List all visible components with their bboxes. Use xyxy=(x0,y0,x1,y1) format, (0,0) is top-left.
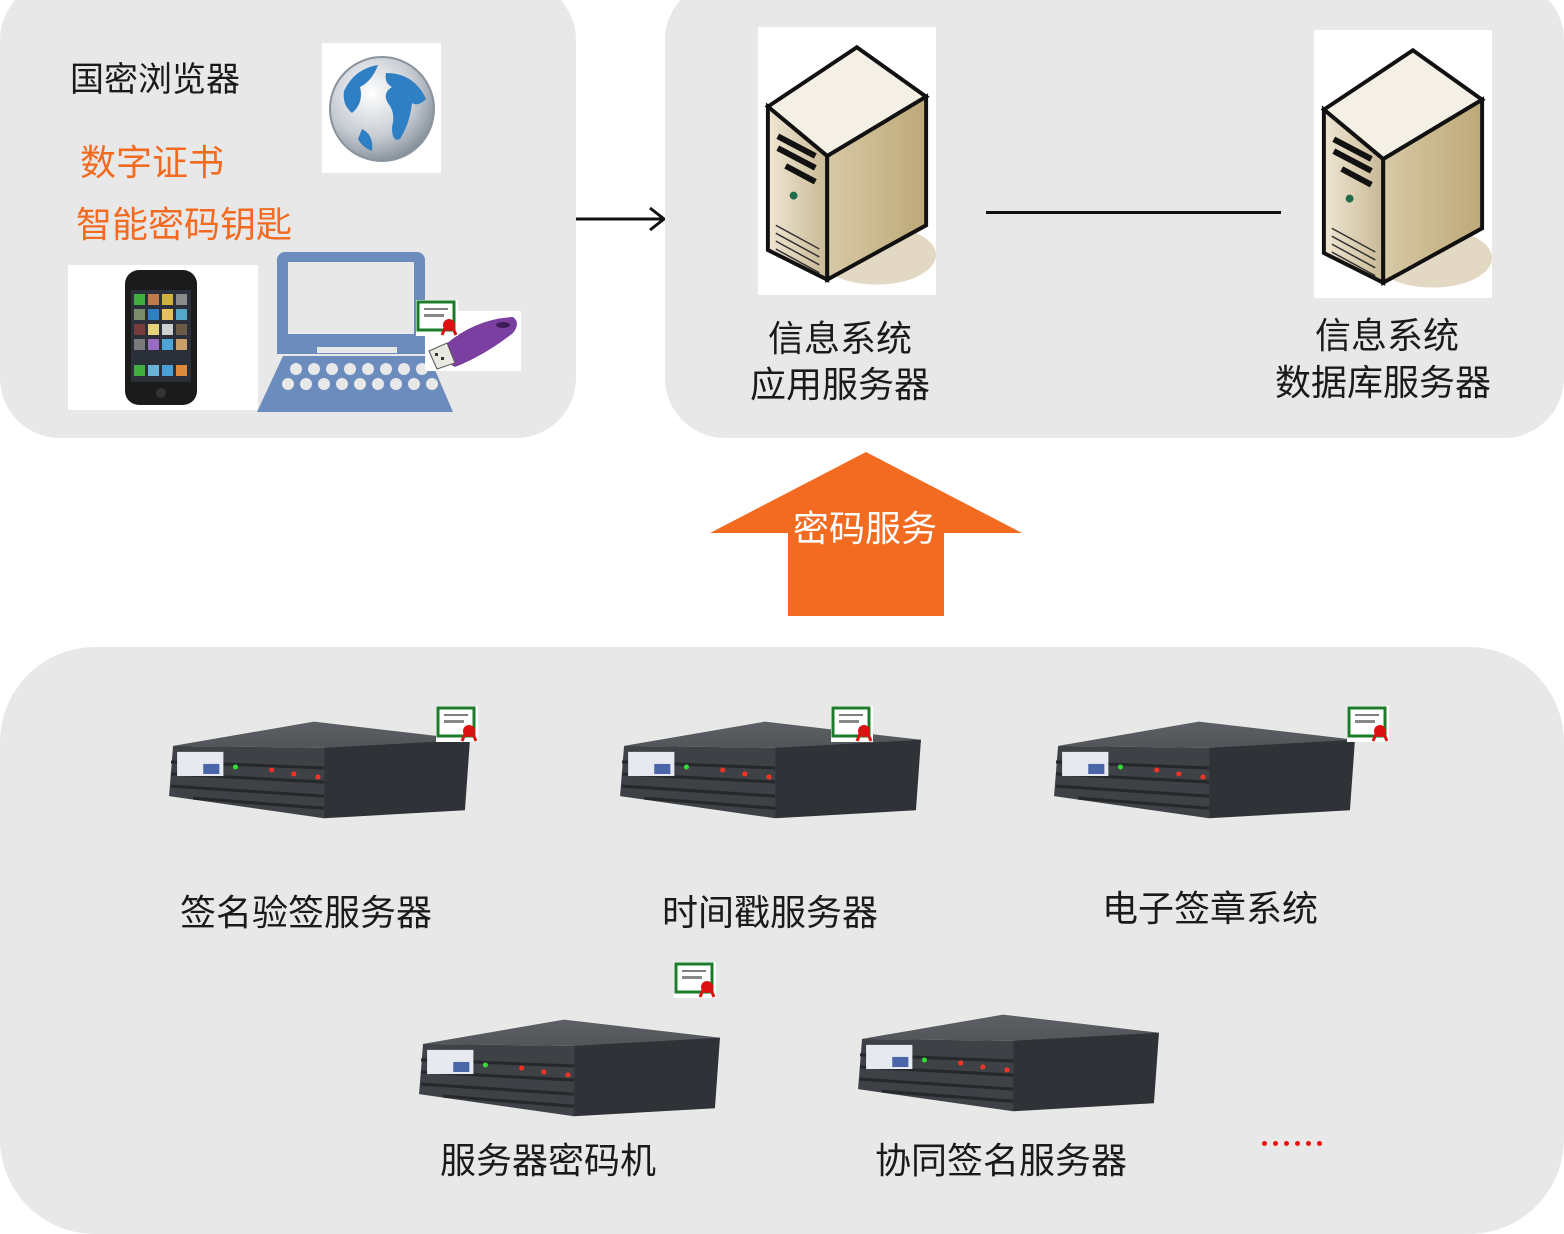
db-server-label-line1: 信息系统 xyxy=(1315,316,1460,357)
ellipsis-dot xyxy=(1273,1141,1278,1146)
globe-icon xyxy=(322,43,441,173)
device-label: 签名验签服务器 xyxy=(180,893,433,934)
more-indicator xyxy=(1262,1141,1322,1146)
certificate-icon xyxy=(831,706,873,742)
db-server-icon xyxy=(1314,30,1492,298)
arrow-right-icon xyxy=(574,204,669,234)
app-server-label-line2: 应用服务器 xyxy=(750,365,931,406)
certificate-icon xyxy=(416,300,458,336)
certificate-icon xyxy=(1347,706,1389,742)
server-connector-line xyxy=(986,211,1281,214)
device-label: 电子签章系统 xyxy=(1102,889,1319,930)
db-server-label-line2: 数据库服务器 xyxy=(1275,363,1492,404)
smart-key-label: 智能密码钥匙 xyxy=(76,205,293,246)
device-icon-hsm xyxy=(413,1015,725,1127)
device-icon-sign-verify xyxy=(163,717,475,829)
device-label: 协同签名服务器 xyxy=(875,1141,1128,1182)
device-icon-timestamp xyxy=(614,717,926,829)
browser-label: 国密浏览器 xyxy=(70,60,240,100)
ellipsis-dot xyxy=(1317,1141,1322,1146)
device-icon-co-sign xyxy=(852,1010,1164,1122)
device-label: 时间戳服务器 xyxy=(662,893,879,934)
digital-cert-label: 数字证书 xyxy=(80,143,225,184)
laptop-icon xyxy=(255,250,460,412)
device-icon-e-seal xyxy=(1048,717,1360,829)
certificate-icon xyxy=(436,706,478,742)
app-server-icon xyxy=(758,27,936,295)
app-server-label-line1: 信息系统 xyxy=(768,319,913,360)
ellipsis-dot xyxy=(1262,1141,1267,1146)
ellipsis-dot xyxy=(1306,1141,1311,1146)
smartphone-icon xyxy=(68,265,258,410)
certificate-icon xyxy=(674,962,716,998)
crypto-service-arrow xyxy=(710,452,1022,616)
crypto-service-label: 密码服务 xyxy=(793,509,938,550)
device-label: 服务器密码机 xyxy=(440,1141,657,1182)
ellipsis-dot xyxy=(1295,1141,1300,1146)
ellipsis-dot xyxy=(1284,1141,1289,1146)
